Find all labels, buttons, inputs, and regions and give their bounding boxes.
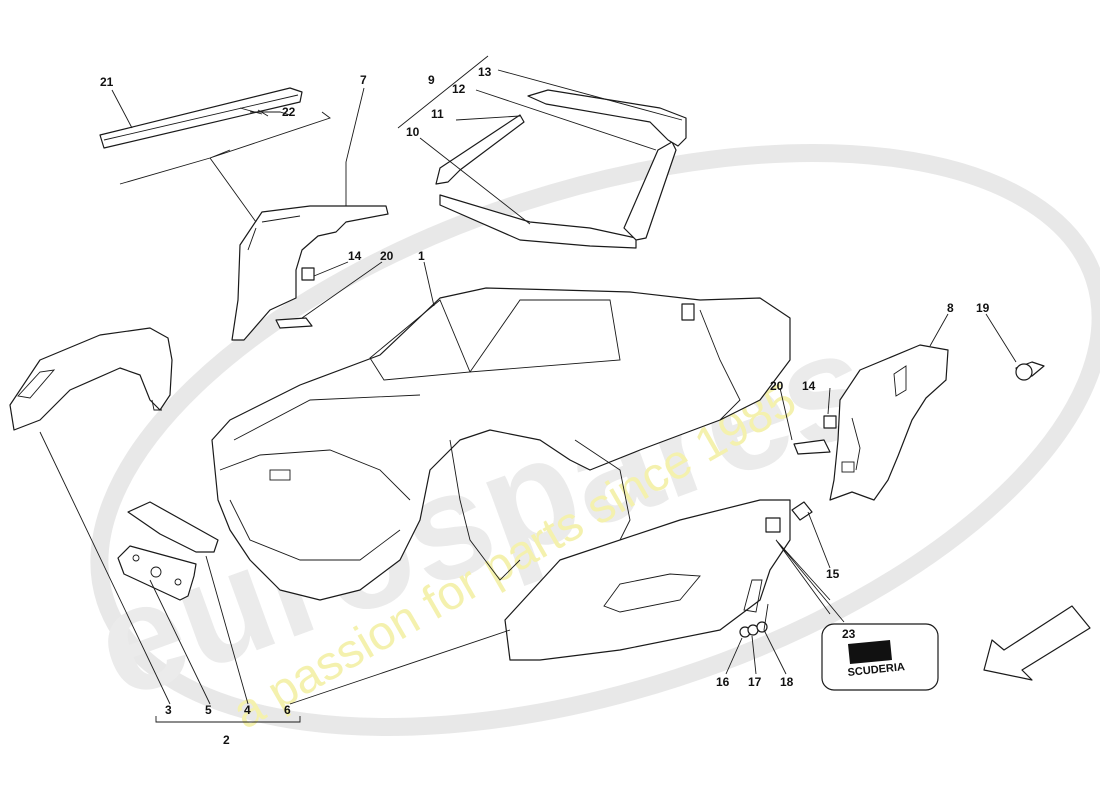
callout-14-left: 14 [348,249,362,263]
callout-20-left: 20 [380,249,394,263]
callout-5: 5 [205,703,212,717]
callout-8: 8 [947,301,954,315]
callout-22: 22 [282,105,296,119]
callout-9: 9 [428,73,435,87]
windshield-frame-group [435,89,687,249]
roof-trim-strip [99,87,303,149]
callout-21: 21 [100,75,114,89]
callout-23: 23 [842,627,856,641]
callout-7: 7 [360,73,367,87]
callout-20-right: 20 [770,379,784,393]
callout-4: 4 [244,703,251,717]
front-fender [9,327,173,431]
callout-1: 1 [418,249,425,263]
scuderia-shield-icon [848,640,892,664]
direction-arrow [983,605,1091,681]
callout-15: 15 [826,567,840,581]
callout-14-right: 14 [802,379,816,393]
washers [739,621,768,638]
callout-16: 16 [716,675,730,689]
scuderia-badge-text: SCUDERIA [847,661,905,679]
callout-13: 13 [478,65,492,79]
leader-lines [39,55,1017,723]
rear-fender-panel-right [829,344,949,501]
callout-10: 10 [406,125,420,139]
callout-labels: 1 2 3 4 5 6 7 8 9 10 11 12 13 14 14 15 1… [100,65,990,747]
callout-6: 6 [284,703,291,717]
callout-11: 11 [431,107,444,121]
scuderia-badge-box: SCUDERIA [821,623,939,691]
inner-wheelarch-panel-left [231,205,389,341]
callout-12: 12 [452,82,466,96]
callout-17: 17 [748,675,762,689]
clips-right [791,361,1045,521]
callout-2: 2 [223,733,230,747]
side-sill-panel [504,499,791,661]
callout-3: 3 [165,703,172,717]
callout-19: 19 [976,301,990,315]
callout-18: 18 [780,675,794,689]
sill-trim-pieces [117,501,219,601]
